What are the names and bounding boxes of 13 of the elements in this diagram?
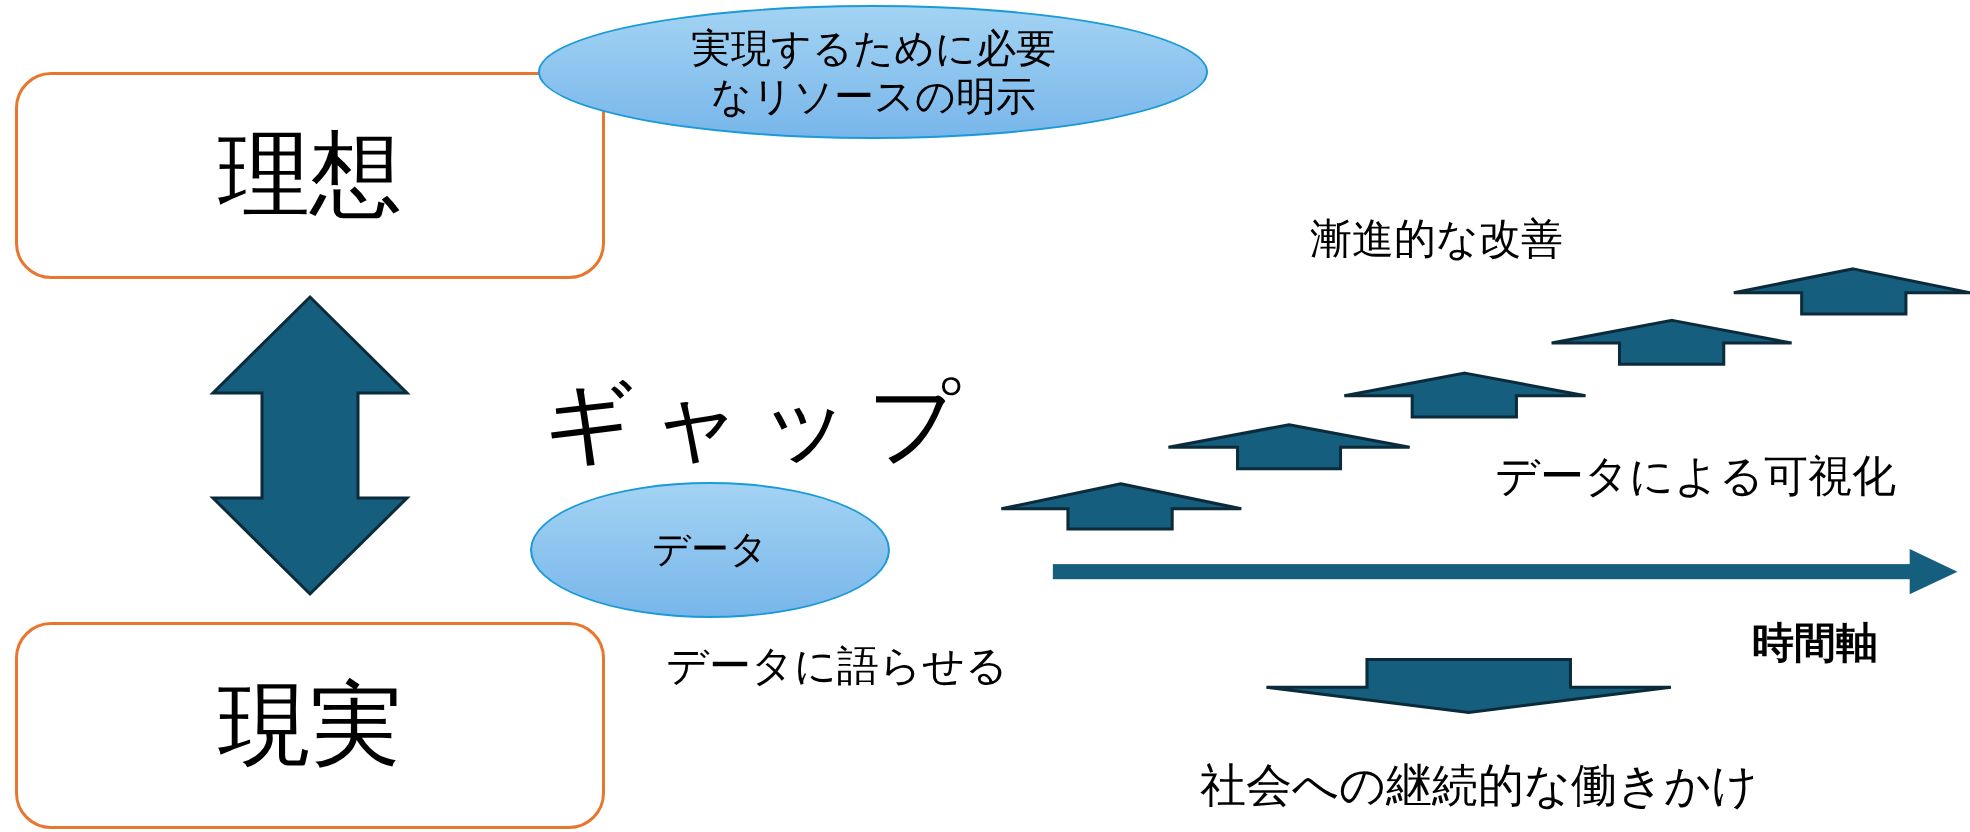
rounded-box [15, 622, 605, 829]
ellipse-label: 実現するために必要なリソースの明示 [690, 24, 1056, 120]
text-label: 社会への継続的な働きかけ [1200, 760, 1758, 811]
text-label: 漸進的な改善 [1310, 216, 1563, 263]
double-arrow [209, 294, 411, 597]
box-label: 現実 [218, 670, 402, 781]
text-label: ギャップ [543, 372, 976, 471]
ellipse-label: データ [652, 527, 768, 573]
rounded-box [15, 72, 605, 279]
text-label: データによる可視化 [1495, 452, 1896, 501]
axis-label: 時間軸 [1752, 620, 1878, 667]
text-label: データに語らせる [666, 643, 1008, 690]
box-label: 理想 [218, 120, 402, 231]
